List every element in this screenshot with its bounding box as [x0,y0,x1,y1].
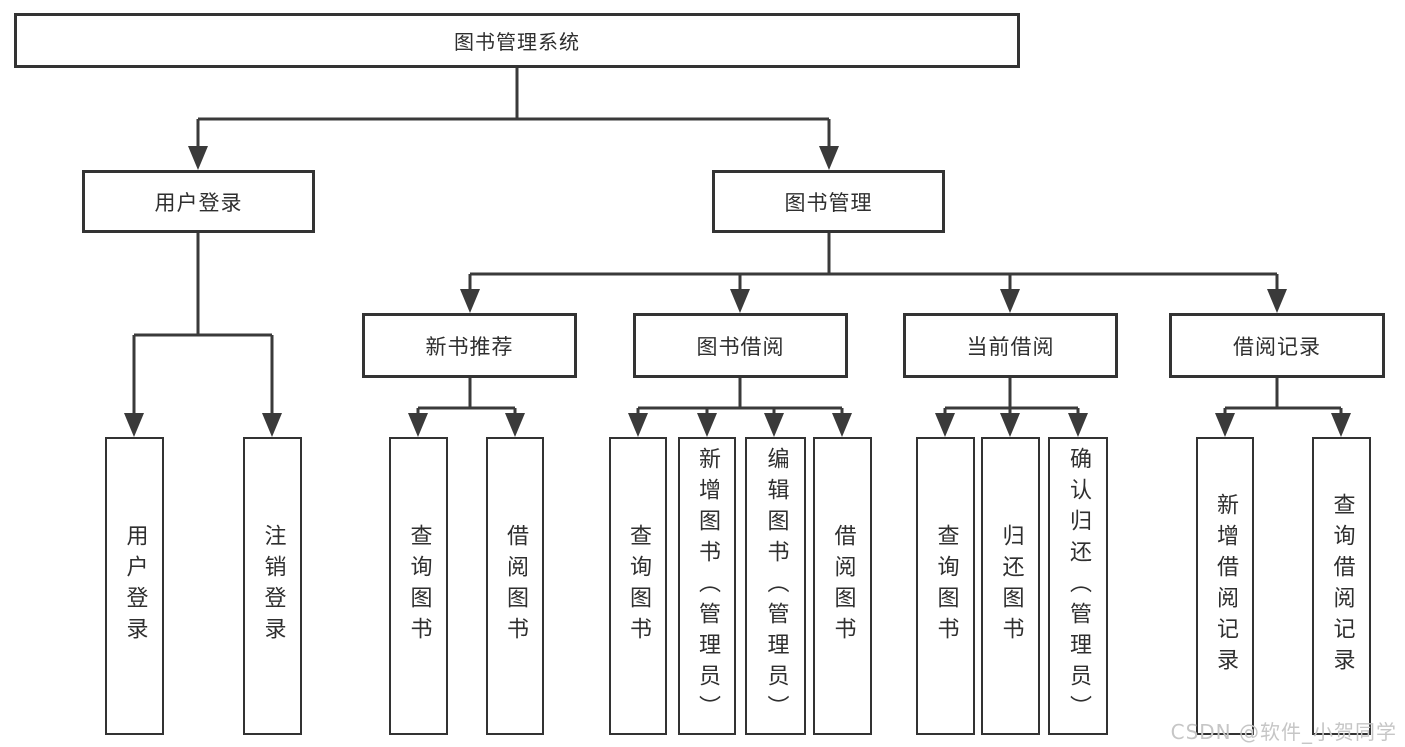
leaf-borrow-book: 借阅图书 [813,437,872,735]
leaf-label: 编辑图书（管理员） [763,446,789,726]
leaf-label: 用户登录 [122,524,148,648]
leaf-label: 查询图书 [626,524,651,648]
arrowhead [628,413,648,437]
node-current-borrow: 当前借阅 [903,313,1118,378]
arrowhead [1215,413,1235,437]
arrowhead [188,146,208,170]
leaf-label: 注销登录 [260,524,286,648]
leaf-add-borrow-record: 新增借阅记录 [1196,437,1254,735]
node-borrow-records: 借阅记录 [1169,313,1385,378]
node-user-login: 用户登录 [82,170,315,233]
leaf-label: 查询借阅记录 [1329,493,1355,679]
leaf-logout: 注销登录 [243,437,302,735]
leaf-add-book: 新增图书（管理员） [678,437,736,735]
leaf-edit-book: 编辑图书（管理员） [745,437,806,735]
arrowhead [697,413,717,437]
leaf-return-book: 归还图书 [981,437,1040,735]
arrowhead [764,413,784,437]
arrowhead [124,413,144,437]
arrowhead [935,413,955,437]
arrowhead [505,413,525,437]
leaf-label: 借阅图书 [503,524,528,648]
arrowhead [1000,413,1020,437]
leaf-borrow-book-newrec: 借阅图书 [486,437,544,735]
arrowhead [1068,413,1088,437]
leaf-label: 新增图书（管理员） [695,446,720,726]
leaf-label: 查询图书 [933,524,959,648]
leaf-query-book-newrec: 查询图书 [389,437,448,735]
leaf-query-book-borrow: 查询图书 [609,437,667,735]
arrowhead [819,146,839,170]
node-new-book-rec: 新书推荐 [362,313,577,378]
leaf-confirm-return: 确认归还（管理员） [1048,437,1108,735]
csdn-watermark: CSDN @软件_小贺同学 [1170,720,1397,744]
leaf-label: 借阅图书 [830,524,856,648]
leaf-label: 新增借阅记录 [1213,493,1238,679]
leaf-label: 归还图书 [998,524,1024,648]
arrowhead [1267,289,1287,313]
leaf-user-login: 用户登录 [105,437,164,735]
leaf-query-borrow-record: 查询借阅记录 [1312,437,1371,735]
node-book-borrow: 图书借阅 [633,313,848,378]
arrowhead [408,413,428,437]
leaf-label: 确认归还（管理员） [1066,446,1091,726]
leaf-query-book-current: 查询图书 [916,437,975,735]
arrowhead [832,413,852,437]
arrowhead [1331,413,1351,437]
connector-line [132,68,1343,416]
arrowhead [460,289,480,313]
arrowhead [730,289,750,313]
arrowhead [262,413,282,437]
node-book-mgmt: 图书管理 [712,170,945,233]
leaf-label: 查询图书 [406,524,432,648]
node-root: 图书管理系统 [14,13,1020,68]
arrowhead [1000,289,1020,313]
